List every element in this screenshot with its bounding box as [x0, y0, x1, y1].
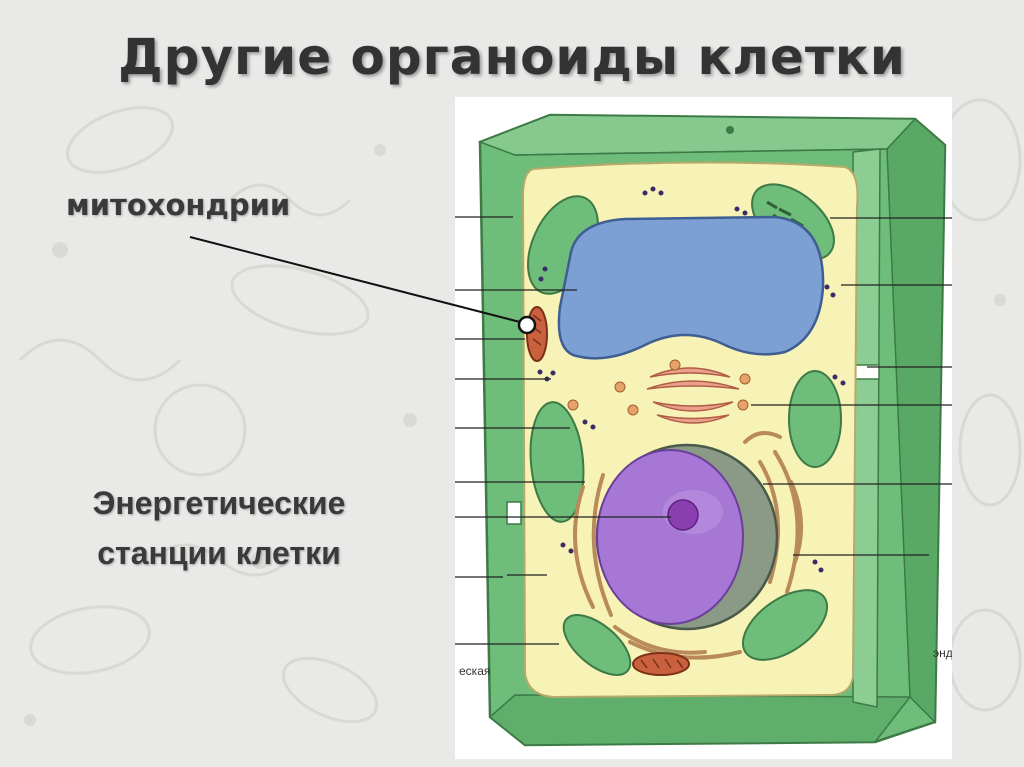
caption: Энергетические станции клетки [40, 478, 398, 578]
mitochondrion-bottom [632, 652, 690, 676]
caption-line-2: станции клетки [97, 535, 341, 571]
endoplasmic-reticulum [573, 431, 804, 660]
plant-cell-diagram: еская энд [455, 97, 952, 759]
cut-off-label-right: энд [933, 646, 952, 660]
caption-line-1: Энергетические [92, 485, 346, 521]
nucleolus [667, 499, 699, 531]
mitochondrion-left [526, 306, 548, 362]
slide-title: Другие органоиды клетки [118, 28, 906, 86]
nucleus [595, 443, 779, 631]
cut-off-label-left: еская [459, 664, 491, 678]
mitochondria-label: митохондрии [66, 188, 291, 222]
vacuole [557, 215, 825, 360]
vesicles [567, 359, 751, 416]
